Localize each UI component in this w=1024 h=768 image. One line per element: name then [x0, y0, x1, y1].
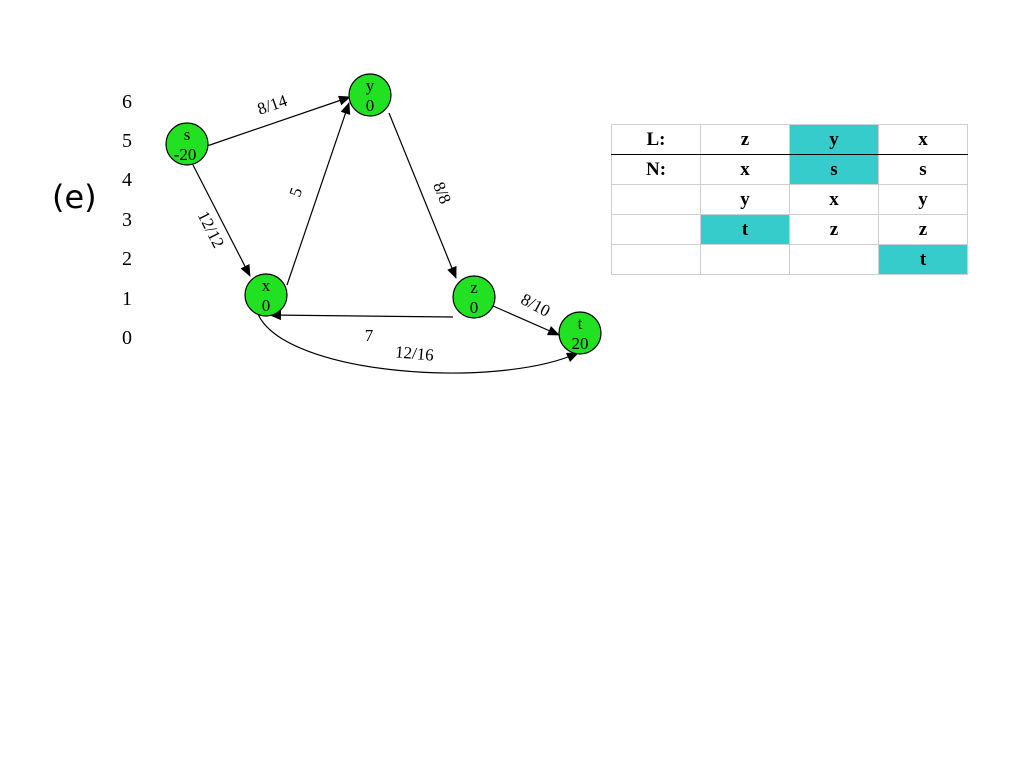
table-row: L: z y x: [611, 124, 968, 155]
table-cell: z: [878, 214, 968, 245]
edge-label-z-x: 7: [365, 326, 374, 345]
table-cell-highlighted: y: [789, 124, 879, 155]
table-cell-highlighted: t: [700, 214, 790, 245]
table-cell: [700, 244, 790, 275]
level-label: 5: [122, 130, 132, 152]
node-x-circle: [244, 273, 288, 317]
node-s-circle: [165, 122, 209, 166]
edge-s-y: [206, 95, 351, 147]
edge-label-x-y: 5: [285, 185, 306, 199]
table-row: t z z: [611, 214, 968, 245]
table-cell: z: [700, 124, 790, 155]
table-cell: z: [789, 214, 879, 245]
edge-label-y-z: 8/8: [429, 179, 455, 206]
table-cell: [611, 214, 701, 245]
table-row: t: [611, 244, 968, 275]
table-row: N: x s s: [611, 154, 968, 185]
level-label: 1: [122, 288, 132, 310]
node-z-circle: [452, 275, 496, 319]
node-x-value: 0: [262, 296, 271, 315]
node-t: t 20: [558, 311, 602, 355]
level-label: 6: [122, 91, 132, 113]
level-label: 2: [122, 248, 132, 270]
edge-z-x: [269, 310, 454, 321]
node-y-circle: [348, 73, 392, 117]
node-y: y 0: [348, 73, 392, 117]
node-t-value: 20: [572, 334, 589, 353]
node-x-name: x: [262, 276, 271, 295]
edge-x-t: [257, 313, 579, 374]
edge-y-z: [388, 112, 457, 279]
table-cell-highlighted: t: [878, 244, 968, 275]
l-n-list-table: L: z y x N: x s s y x y t z z t: [611, 124, 968, 275]
node-z: z 0: [452, 275, 496, 319]
table-cell: y: [700, 184, 790, 215]
node-s-value: -20: [174, 145, 197, 164]
table-cell: [611, 244, 701, 275]
table-cell: x: [700, 154, 790, 185]
node-s: s -20: [165, 122, 209, 166]
table-row: y x y: [611, 184, 968, 215]
table-cell-highlighted: s: [789, 154, 879, 185]
node-s-name: s: [184, 125, 191, 144]
level-label: 4: [122, 169, 132, 191]
table-cell: [611, 184, 701, 215]
table-cell: x: [878, 124, 968, 155]
node-z-value: 0: [470, 298, 479, 317]
table-cell: x: [789, 184, 879, 215]
node-y-value: 0: [366, 96, 375, 115]
level-label: 3: [122, 209, 132, 231]
node-y-name: y: [366, 76, 375, 95]
table-cell: s: [878, 154, 968, 185]
edge-label-s-x: 12/12: [194, 208, 229, 251]
table-cell: L:: [611, 124, 701, 155]
level-label: 0: [122, 327, 132, 349]
edge-label-z-t: 8/10: [518, 290, 554, 321]
table-cell: y: [878, 184, 968, 215]
table-cell: N:: [611, 154, 701, 185]
node-x: x 0: [244, 273, 288, 317]
table-cell: [789, 244, 879, 275]
node-t-name: t: [578, 314, 583, 333]
edge-s-x: [192, 164, 251, 277]
panel-label: (e): [52, 178, 97, 216]
edge-label-x-t: 12/16: [394, 342, 434, 364]
edge-z-t: [492, 305, 560, 336]
edge-x-y: [286, 102, 351, 286]
edge-label-s-y: 8/14: [255, 91, 290, 119]
node-z-name: z: [470, 278, 478, 297]
node-t-circle: [558, 311, 602, 355]
